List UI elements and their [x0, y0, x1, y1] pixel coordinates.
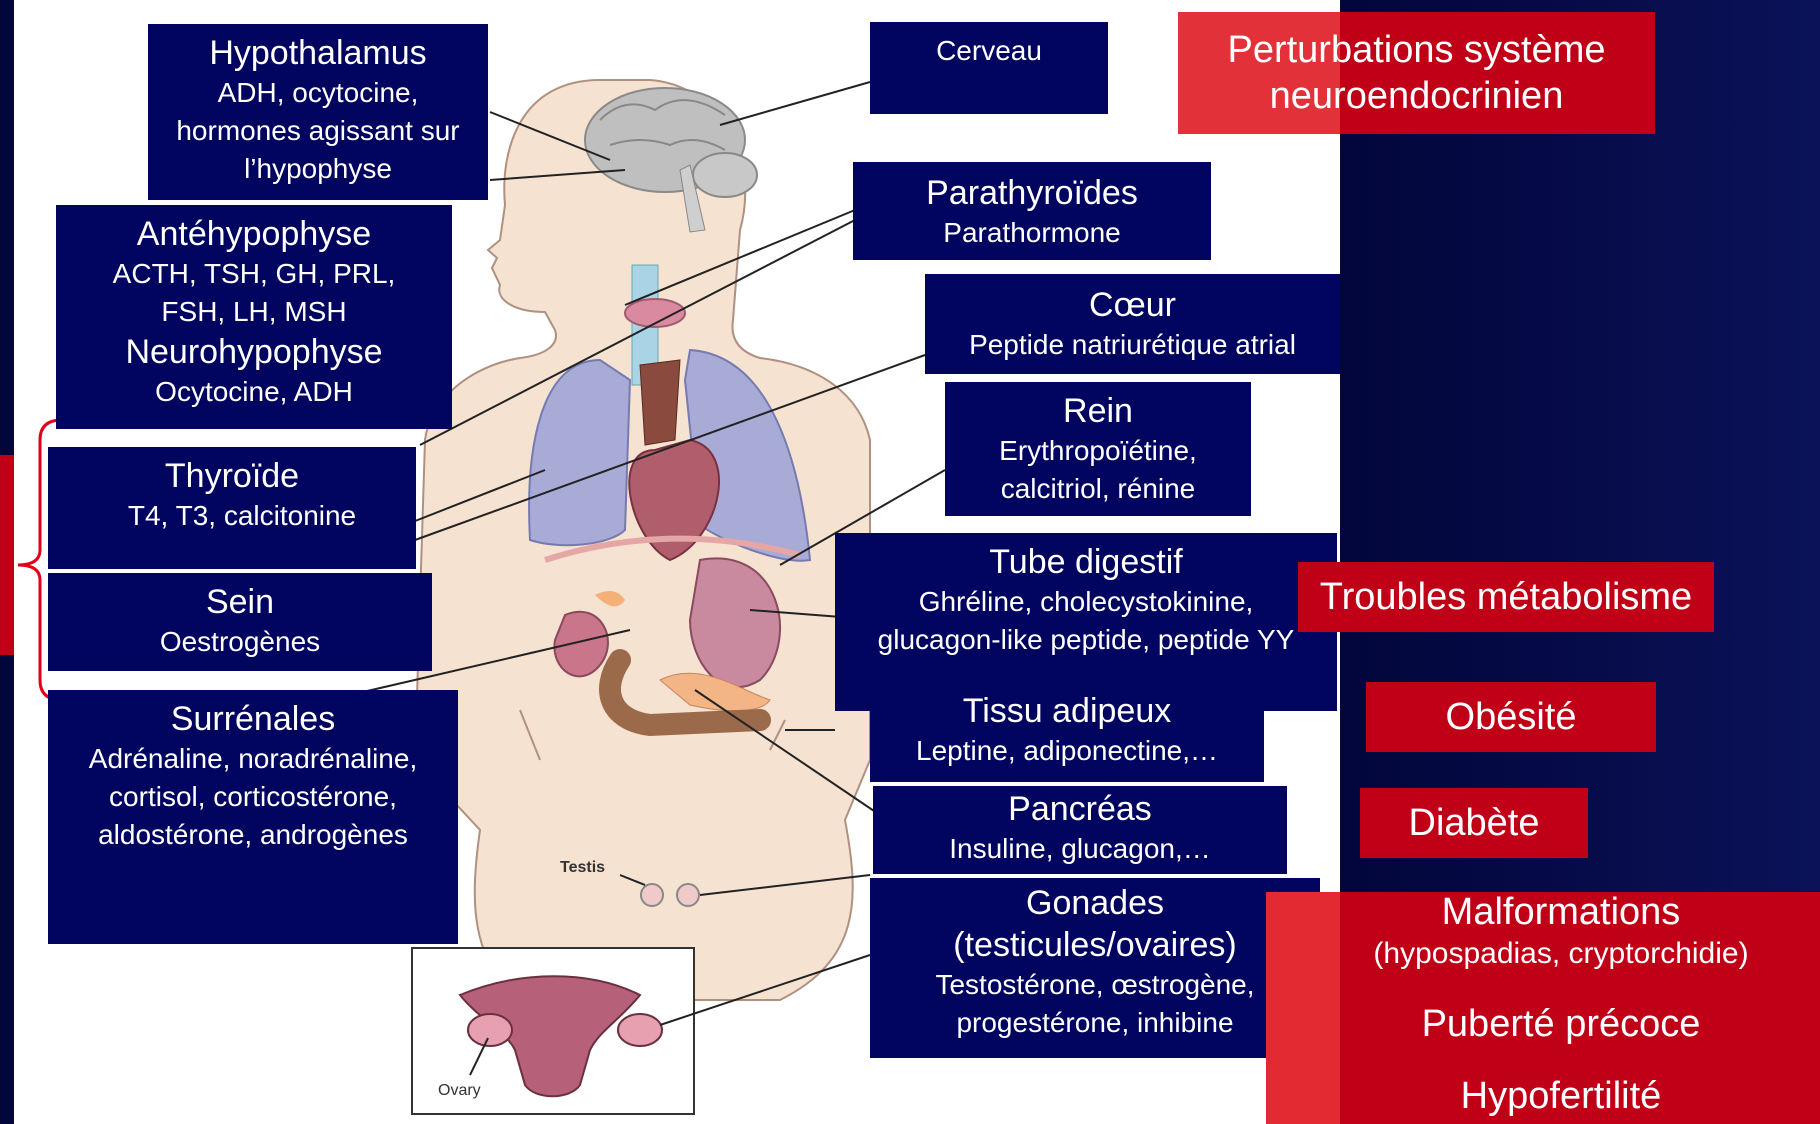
- label-pancreas: Pancréas Insuline, glucagon,…: [873, 786, 1287, 874]
- effect-reproduction-list: Malformations (hypospadias, cryptorchidi…: [1266, 892, 1820, 1118]
- effect-diabetes-text: Diabète: [1409, 800, 1540, 846]
- effect-obesity: Obésité: [1366, 682, 1656, 752]
- parathyroides-text: Parathormone: [943, 214, 1120, 252]
- testis-caption: Testis: [560, 859, 605, 876]
- effect-obesity-text: Obésité: [1446, 694, 1577, 740]
- label-parathyroides: Parathyroïdes Parathormone: [853, 162, 1211, 260]
- effect-metabolism: Troubles métabolisme: [1298, 562, 1714, 632]
- effect-malformations: Malformations: [1442, 890, 1681, 934]
- effect-hypofertility: Hypofertilité: [1461, 1074, 1662, 1118]
- effect-puberty: Puberté précoce: [1422, 1002, 1701, 1046]
- label-tissu-adipeux: Tissu adipeux Leptine, adiponectine,…: [870, 690, 1264, 782]
- label-rein: Rein Erythropoïétine, calcitriol, rénine: [945, 382, 1251, 516]
- label-hypothalamus: Hypothalamus ADH, ocytocine, hormones ag…: [148, 24, 488, 200]
- label-sein: Sein Oestrogènes: [48, 573, 432, 671]
- tissu-adipeux-text: Leptine, adiponectine,…: [916, 732, 1218, 770]
- pancreas-text: Insuline, glucagon,…: [949, 830, 1211, 868]
- label-cerveau: Cerveau: [870, 22, 1108, 114]
- surrenales-title: Surrénales: [171, 698, 335, 740]
- antehypophyse-title: Antéhypophyse: [137, 213, 371, 255]
- coeur-text: Peptide natriurétique atrial: [969, 326, 1296, 364]
- label-thyroide: Thyroïde T4, T3, calcitonine: [48, 447, 416, 569]
- label-tube-digestif: Tube digestif Ghréline, cholecystokinine…: [835, 533, 1337, 711]
- effect-neuro: Perturbations système neuroendocrinien: [1178, 12, 1655, 134]
- ovary-left-shape: [468, 1014, 512, 1046]
- parathyroides-title: Parathyroïdes: [926, 172, 1138, 214]
- effect-diabetes: Diabète: [1360, 788, 1588, 858]
- tube-digestif-title: Tube digestif: [989, 541, 1182, 583]
- effect-metabolism-text: Troubles métabolisme: [1320, 574, 1692, 620]
- label-surrenales: Surrénales Adrénaline, noradrénaline, co…: [48, 690, 458, 944]
- ovary-right-shape: [618, 1014, 662, 1046]
- gonades-title: Gonades (testicules/ovaires): [925, 882, 1265, 966]
- effect-reproduction: Malformations (hypospadias, cryptorchidi…: [1266, 892, 1820, 1124]
- testis-right-shape: [677, 884, 699, 906]
- sein-title: Sein: [206, 581, 274, 623]
- hypothalamus-title: Hypothalamus: [209, 32, 426, 74]
- rein-text: Erythropoïétine, calcitriol, rénine: [973, 432, 1223, 508]
- ovary-caption: Ovary: [438, 1082, 481, 1099]
- sein-text: Oestrogènes: [160, 623, 320, 661]
- tissu-adipeux-title: Tissu adipeux: [963, 690, 1172, 732]
- effect-malformations-detail: (hypospadias, cryptorchidie): [1373, 934, 1748, 974]
- testis-left-shape: [641, 884, 663, 906]
- cerveau-title: Cerveau: [936, 32, 1042, 70]
- surrenales-text: Adrénaline, noradrénaline, cortisol, cor…: [55, 740, 451, 854]
- hypothalamus-text: ADH, ocytocine, hormones agissant sur l’…: [173, 74, 463, 188]
- red-bracket-tab: [0, 455, 14, 655]
- tube-digestif-text: Ghréline, cholecystokinine, glucagon-lik…: [866, 583, 1306, 659]
- label-coeur: Cœur Peptide natriurétique atrial: [925, 274, 1340, 374]
- thyroide-title: Thyroïde: [165, 455, 299, 497]
- neurohypophyse-text: Ocytocine, ADH: [155, 373, 353, 411]
- effect-reproduction-overlay: [1266, 892, 1340, 1124]
- coeur-title: Cœur: [1089, 284, 1176, 326]
- rein-title: Rein: [1063, 390, 1133, 432]
- label-gonades: Gonades (testicules/ovaires) Testostéron…: [870, 878, 1320, 1058]
- cerebellum-shape: [693, 153, 757, 197]
- liver-shape: [554, 612, 607, 677]
- thyroide-text: T4, T3, calcitonine: [108, 497, 356, 535]
- gonades-text: Testostérone, œstrogène, progestérone, i…: [905, 966, 1285, 1042]
- pancreas-title: Pancréas: [1008, 788, 1152, 830]
- aorta-shape: [640, 360, 680, 445]
- antehypophyse-text: ACTH, TSH, GH, PRL, FSH, LH, MSH: [89, 255, 419, 331]
- label-antehypophyse: Antéhypophyse ACTH, TSH, GH, PRL, FSH, L…: [56, 205, 452, 429]
- effect-neuro-text: Perturbations système neuroendocrinien: [1197, 27, 1637, 119]
- neurohypophyse-title: Neurohypophyse: [125, 331, 382, 373]
